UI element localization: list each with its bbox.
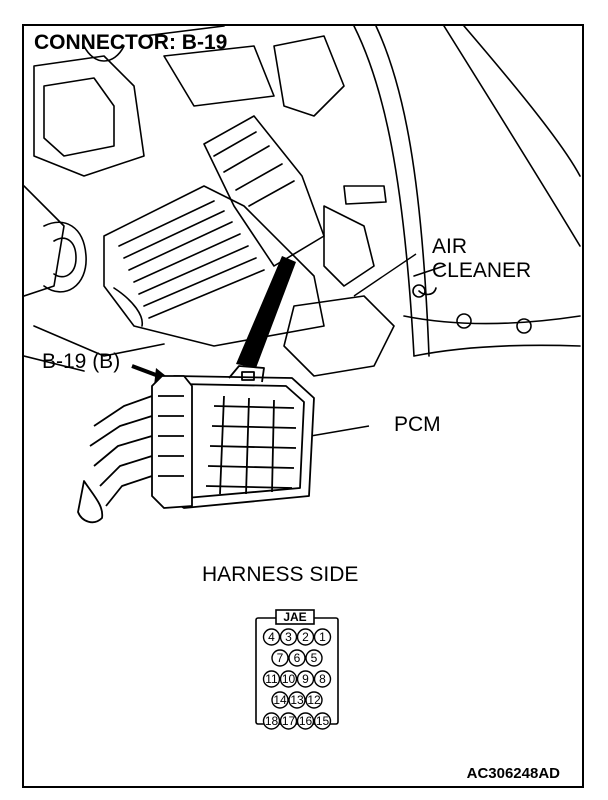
pin-10-outline [279,670,298,688]
pin-1-outline [313,628,332,646]
pin-16-label: 16 [299,714,313,728]
pin-4-outline [262,628,281,646]
pcm-unit [77,365,315,524]
fender-line [353,26,415,357]
pin-10-label: 10 [282,672,296,686]
pin-14-outline [271,691,289,709]
pin-5-label: 5 [311,651,318,665]
pin-1-label: 1 [319,630,326,644]
pcm-label: PCM [394,413,441,436]
intake-duct [203,115,325,267]
pin-6-label: 6 [294,651,301,665]
pin-7-outline [271,649,289,667]
pin-11-outline [262,670,281,688]
pcm-locator-wedge [236,256,296,368]
air-cleaner-label-line1: AIR [432,235,468,258]
pin-2-outline [296,628,315,646]
pin-17-label: 17 [282,714,296,728]
pin-13-outline [288,691,306,709]
pin-12-outline [305,691,323,709]
pin-16-outline [296,712,315,730]
pin-14-label: 14 [273,693,287,707]
pin-8-outline [313,670,332,688]
pin-8-label: 8 [319,672,326,686]
air-cleaner-label-line2: CLEANER [432,259,532,282]
pin-13-label: 13 [290,693,304,707]
pin-18-outline [262,712,281,730]
pin-15-outline [313,712,332,730]
pin-12-label: 12 [307,693,321,707]
connector-tag-label: JAE [283,610,306,624]
connector-callout-label: B-19 (B) [42,350,121,373]
pin-4-label: 4 [268,630,275,644]
pin-9-label: 9 [302,672,309,686]
pin-15-label: 15 [316,714,330,728]
figure-code: AC306248AD [466,765,560,782]
pin-9-outline [296,670,315,688]
pin-11-label: 11 [265,672,278,686]
air-cleaner-box [103,185,325,347]
connector-title: CONNECTOR: B-19 [34,31,228,54]
pin-5-outline [305,649,323,667]
pin-3-outline [279,628,298,646]
pin-2-label: 2 [302,630,309,644]
pin-3-label: 3 [285,630,292,644]
pin-6-outline [288,649,306,667]
air-cleaner-leader [353,253,417,297]
pin-17-outline [279,712,298,730]
pin-18-label: 18 [265,714,279,728]
harness-side-label: HARNESS SIDE [202,563,359,586]
pin-7-label: 7 [277,651,284,665]
